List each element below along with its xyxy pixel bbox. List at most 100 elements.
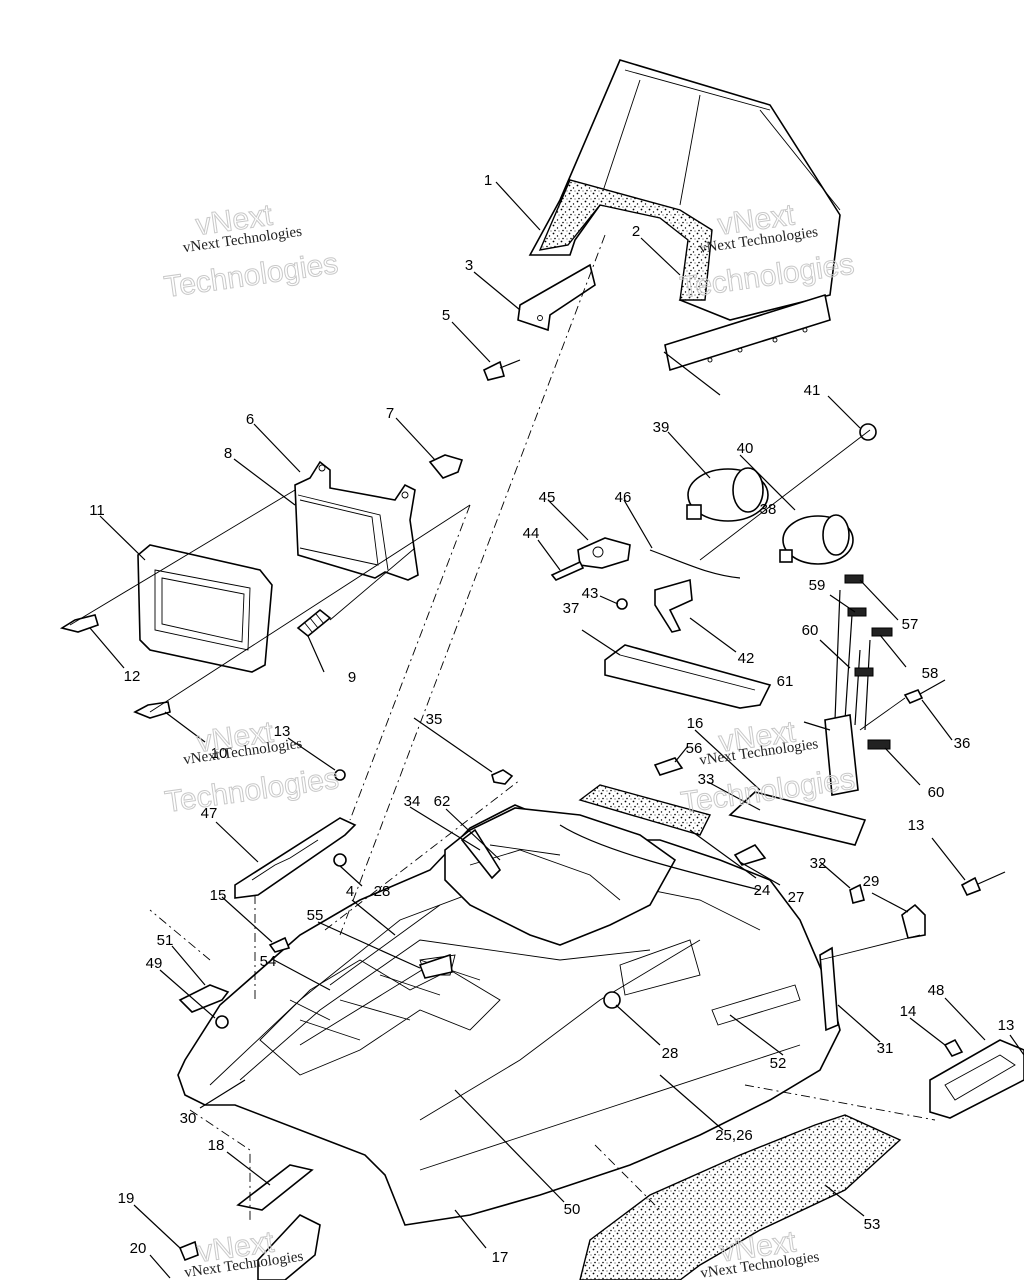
centerline-windshield — [339, 234, 606, 936]
callout-35: 35 — [426, 711, 443, 728]
callout-46: 46 — [615, 489, 632, 506]
callout-12: 12 — [124, 668, 141, 685]
bolt-19 — [178, 1240, 199, 1262]
callout-48: 48 — [928, 982, 945, 999]
decal-27 — [733, 843, 767, 866]
latch-51 — [178, 984, 230, 1013]
callout-51: 51 — [157, 932, 174, 949]
callout-27: 27 — [788, 889, 805, 906]
callout-43: 43 — [582, 585, 599, 602]
callout-4: 4 — [346, 883, 354, 900]
callout-13-lower: 13 — [998, 1017, 1015, 1034]
screw-15 — [268, 936, 291, 953]
callout-2: 2 — [632, 223, 640, 240]
adjuster-spring — [296, 608, 332, 638]
gauge-large — [686, 467, 769, 522]
callout-18: 18 — [208, 1137, 225, 1154]
callout-16: 16 — [687, 715, 704, 732]
headlight-bulb — [428, 454, 464, 479]
centerline-cover — [744, 1084, 936, 1121]
callout-5: 5 — [442, 307, 450, 324]
ignition-switch — [577, 537, 631, 569]
callout-56: 56 — [686, 740, 703, 757]
callout-31: 31 — [877, 1040, 894, 1057]
callout-38: 38 — [760, 501, 777, 518]
cover-48 — [929, 1039, 1024, 1119]
callout-17: 17 — [492, 1249, 509, 1266]
callout-28-upper: 28 — [374, 883, 391, 900]
bracket-47 — [234, 817, 357, 899]
callout-59: 59 — [809, 577, 826, 594]
headlight-bezel-screw — [59, 614, 99, 633]
callout-45: 45 — [539, 489, 556, 506]
nut-35 — [491, 769, 514, 785]
callout-33: 33 — [698, 771, 715, 788]
callout-25-26: 25,26 — [715, 1127, 753, 1144]
bracket-29 — [901, 903, 926, 939]
watermark-upper-left: vNext vNext Technologies Technologies — [162, 198, 341, 304]
callout-32: 32 — [810, 855, 827, 872]
hood-emblem-55 — [418, 953, 453, 979]
callout-labels: 1 2 3 5 6 7 8 9 10 11 12 13 13 13 14 15 … — [89, 172, 1014, 1266]
callout-24: 24 — [754, 882, 771, 899]
centerline-latch — [149, 909, 211, 961]
callout-55: 55 — [307, 907, 324, 924]
access-cover — [728, 791, 867, 846]
callout-44: 44 — [523, 525, 540, 542]
hood-seal-24 — [559, 824, 761, 891]
windshield — [528, 59, 841, 321]
callout-8: 8 — [224, 445, 232, 462]
callout-53: 53 — [864, 1216, 881, 1233]
callout-10: 10 — [211, 745, 228, 762]
callout-39: 39 — [653, 419, 670, 436]
grommet-13-left — [334, 769, 346, 781]
bracket-17 — [257, 1214, 321, 1280]
svg-text:Technologies: Technologies — [163, 762, 341, 819]
callout-52: 52 — [770, 1055, 787, 1072]
washer-28-upper — [333, 853, 347, 867]
hood-trim-strip — [578, 784, 712, 836]
callout-7: 7 — [386, 405, 394, 422]
windshield-bracket-left — [517, 263, 596, 332]
callout-11: 11 — [89, 502, 105, 519]
callout-13-right: 13 — [908, 817, 925, 834]
choke-cable — [649, 549, 741, 579]
leader-lines — [89, 181, 1024, 1279]
screw-14 — [943, 1038, 964, 1057]
callout-50: 50 — [564, 1201, 581, 1218]
leader-axes — [69, 429, 921, 961]
connector-36 — [903, 679, 946, 704]
callout-57: 57 — [902, 616, 919, 633]
callout-49: 49 — [146, 955, 163, 972]
centerline-bumper — [594, 1144, 661, 1211]
windshield-screw — [482, 359, 521, 381]
washer-49 — [215, 1015, 229, 1029]
callout-41: 41 — [804, 382, 821, 399]
callout-15: 15 — [210, 887, 227, 904]
callout-1: 1 — [484, 172, 492, 189]
wiring-harness — [824, 574, 893, 796]
callout-29: 29 — [863, 873, 880, 890]
callout-20: 20 — [130, 1240, 147, 1257]
centerline-headlight — [349, 504, 471, 821]
callout-62: 62 — [434, 793, 451, 810]
callout-60-upper: 60 — [802, 622, 819, 639]
hood-vent-tower — [444, 807, 677, 946]
callout-54: 54 — [260, 953, 277, 970]
nut-43 — [616, 598, 628, 610]
hood-latch-28-lower — [603, 991, 621, 1009]
callout-61: 61 — [777, 673, 794, 690]
fastener-32 — [849, 883, 865, 904]
callout-42: 42 — [738, 650, 755, 667]
headlight-bezel — [137, 544, 273, 673]
windshield-bracket-right — [664, 293, 831, 372]
choke-knob — [550, 560, 585, 581]
callout-19: 19 — [118, 1190, 135, 1207]
console-pad — [604, 644, 772, 709]
callout-36: 36 — [954, 735, 971, 752]
callout-47: 47 — [201, 805, 218, 822]
watermark-middle-left: vNext vNext Technologies Technologies — [162, 715, 341, 819]
svg-text:Technologies: Technologies — [162, 247, 340, 304]
callout-14: 14 — [900, 1003, 917, 1020]
callout-6: 6 — [246, 411, 254, 428]
